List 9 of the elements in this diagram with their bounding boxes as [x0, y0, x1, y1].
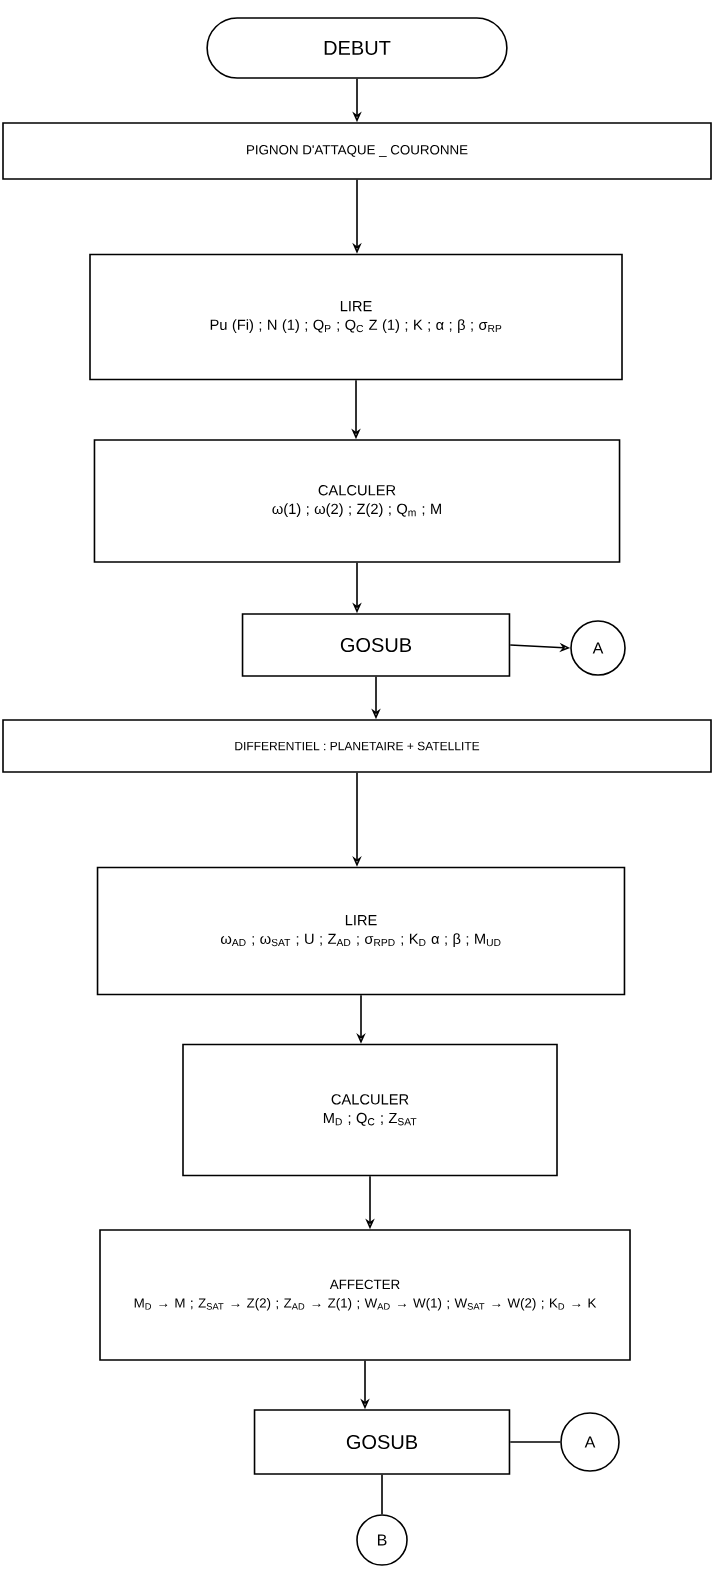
process-box: CALCULER M$_{D}$ ; Q$_{C}$ ; Z$_{SAT}$ — [182, 1043, 558, 1177]
process-box: LIRE Pu (Fi) ; N (1) ; Q$_{P}$ ; Q$_{C}$ Z (1) ; K ; α ; β ; σ$_{RP}$ — [89, 253, 623, 381]
process-box: LIRE ω$_{AD}$ ; ω$_{SAT}$ ; U ; Z$_{AD}$ ; σ$_{RPD}$ ; K$_{D}$ α ; β ; M$_{UD}$ — [96, 866, 626, 996]
process-box: GOSUB — [253, 1409, 511, 1475]
section-band: DIFFERENTIEL : PLANETAIRE + SATELLITE — [2, 719, 712, 773]
section-band: PIGNON D'ATTAQUE _ COURONNE — [2, 122, 712, 180]
process-box: GOSUB — [241, 613, 511, 677]
process-box: AFFECTER M$_{D}$ → M ; Z$_{SAT}$ → Z(2) ; Z$_{AD}$ → Z(1) ; W$_{AD}$ → W(1) ; W$_{SAT}$ → W(2) ; K$_{D}$ → K — [99, 1229, 631, 1361]
process-box: CALCULER ω(1) ; ω(2) ; Z(2) ; Q$_{m}$ ; M — [93, 439, 621, 563]
